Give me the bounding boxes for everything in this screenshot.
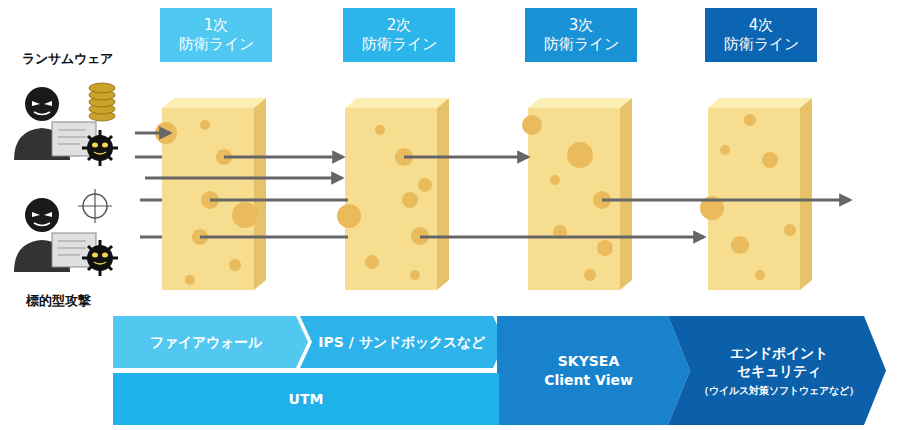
security-band: UTM	[113, 373, 499, 425]
band-label: UTM	[289, 390, 324, 408]
band-label: SKYSEA Client View	[541, 352, 636, 388]
band-label: IPS / サンドボックスなど	[318, 333, 484, 351]
defense-line-header: 1次 防衛ライン	[160, 8, 272, 62]
attack-arrows	[135, 157, 166, 237]
attack-label: ランサムウェア	[22, 50, 113, 68]
band-label: 1次 防衛ライン	[170, 16, 262, 55]
band-label: 3次 防衛ライン	[535, 16, 627, 55]
band-note: （ウイルス対策ソフトウェアなど）	[699, 384, 859, 397]
ransomware-attacker	[14, 83, 118, 166]
band-label: 2次 防衛ライン	[353, 16, 445, 55]
security-band: SKYSEA Client View	[497, 316, 690, 425]
targeted-attacker	[14, 189, 118, 276]
band-label: エンドポイント セキュリティ	[724, 344, 834, 380]
defense-line-header: 2次 防衛ライン	[343, 8, 455, 62]
band-label: ファイアウォール	[150, 333, 262, 351]
cheese-slices	[155, 98, 812, 290]
defense-line-header: 3次 防衛ライン	[525, 8, 637, 62]
defense-line-header: 4次 防衛ライン	[705, 8, 817, 62]
attack-arrows	[135, 133, 850, 237]
security-band: ファイアウォール	[113, 316, 308, 368]
band-label: 4次 防衛ライン	[715, 16, 807, 55]
attack-label: 標的型攻撃	[26, 292, 91, 310]
security-band: IPS / サンドボックスなど	[300, 316, 505, 368]
security-band: エンドポイント セキュリティ （ウイルス対策ソフトウェアなど）	[668, 316, 886, 425]
band-shape	[497, 316, 690, 425]
